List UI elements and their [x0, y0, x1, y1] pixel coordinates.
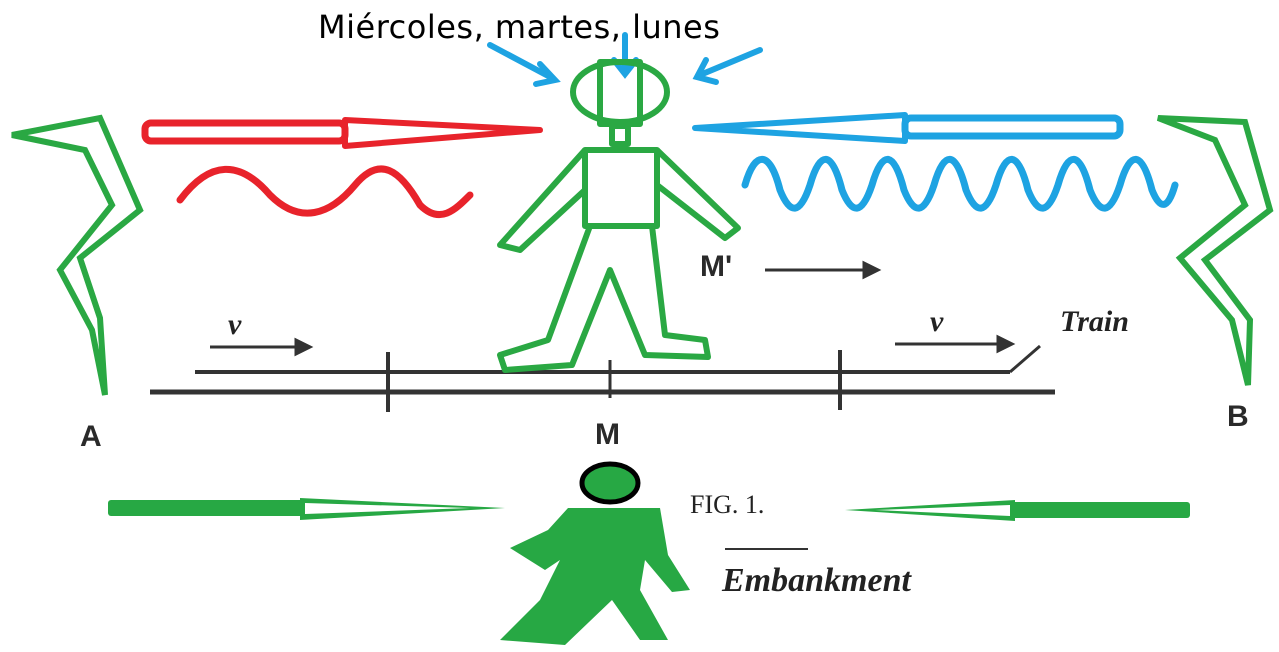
blue-head-arrows: [487, 32, 763, 87]
lightning-right-icon: [1156, 115, 1274, 386]
train-label: Train: [1060, 305, 1129, 338]
velocity-left-label: v: [228, 308, 242, 341]
figure-caption: FIG. 1.: [690, 490, 765, 519]
red-signal-arrow: [141, 117, 543, 149]
blue-wave: [741, 155, 1179, 212]
point-m-label: M: [595, 418, 620, 451]
embankment-label: Embankment: [722, 562, 911, 599]
blue-signal-arrow: [692, 112, 1124, 144]
green-signal-arrow-right: [845, 500, 1190, 521]
m-prime-arrow: [765, 260, 882, 280]
train-observer-icon: [497, 59, 741, 373]
green-signal-arrow-left: [108, 498, 505, 520]
lightning-left-icon: [11, 114, 144, 396]
point-a-label: A: [80, 420, 102, 453]
diagram-title: Miércoles, martes, lunes: [318, 8, 721, 46]
railway-track: [150, 344, 1055, 412]
velocity-right-label: v: [930, 305, 944, 338]
red-wave: [176, 165, 474, 219]
velocity-arrow-left: [210, 337, 314, 357]
point-b-label: B: [1227, 400, 1249, 433]
point-m-prime-label: M': [700, 250, 733, 283]
embankment-observer-icon: [500, 461, 690, 645]
velocity-arrow-right: [895, 334, 1016, 354]
